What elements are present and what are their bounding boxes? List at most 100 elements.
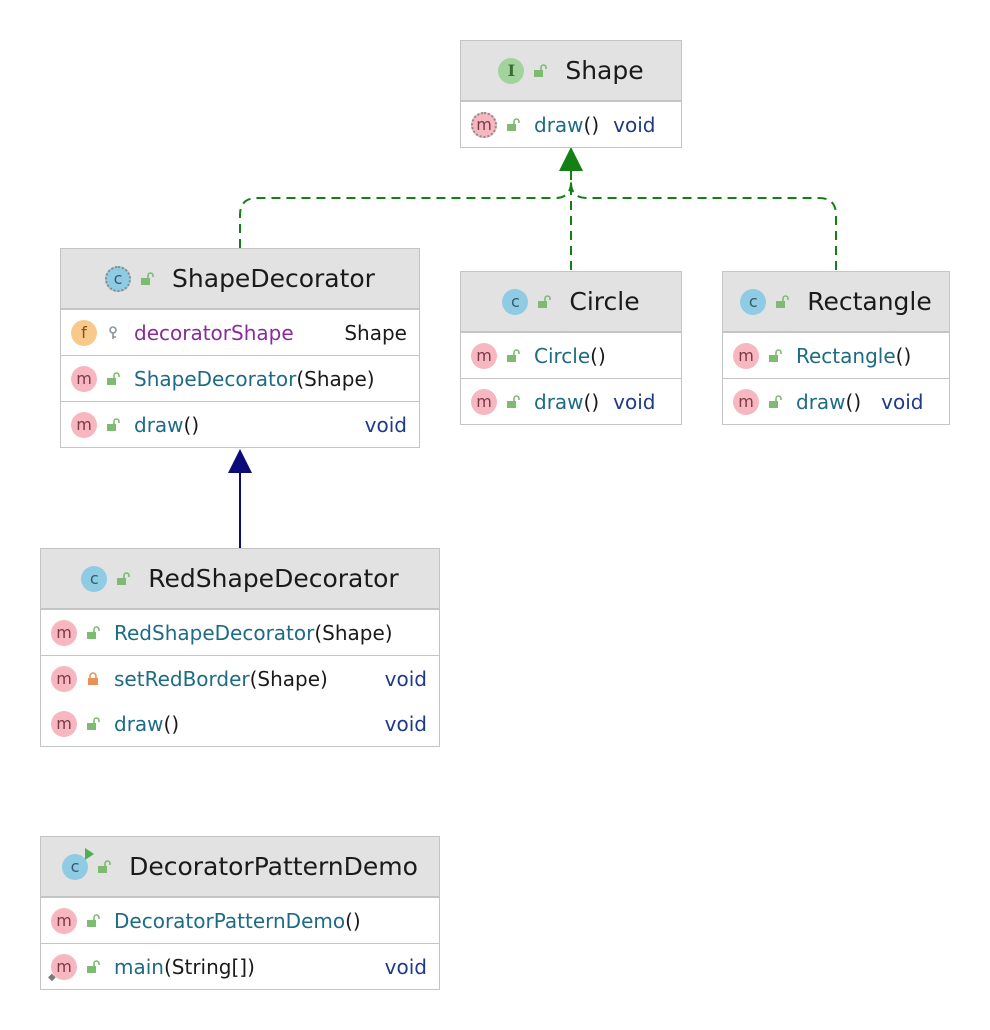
member-name: draw [114, 711, 164, 736]
member-params: (String[]) [163, 954, 255, 979]
member-params: () [590, 343, 606, 368]
protected-key-icon [109, 325, 117, 339]
method-icon: m [71, 365, 97, 392]
member-row[interactable]: m draw () void [461, 102, 681, 147]
node-header: c Rectangle [723, 272, 949, 332]
node-title: Rectangle [807, 287, 932, 316]
member-return-type: void [613, 389, 656, 414]
public-unlock-icon [538, 294, 552, 308]
member-return-type: void [613, 112, 656, 137]
static-method-icon: m ◆ [48, 953, 77, 983]
member-params: () [163, 711, 180, 736]
member-name: draw [534, 389, 584, 414]
implements-link-rectangle [570, 168, 837, 270]
member-return-type: void [384, 711, 427, 736]
member-row[interactable]: m Circle () [461, 333, 681, 378]
methods-section: m draw () void [461, 101, 681, 147]
member-row[interactable]: m draw () void [41, 701, 439, 746]
method-icon: m [51, 665, 77, 692]
public-unlock-icon [534, 63, 548, 77]
public-unlock-icon [98, 859, 111, 873]
member-params: (Shape) [296, 366, 375, 391]
member-name: ShapeDecorator [134, 366, 297, 391]
extends-arrowhead [228, 449, 252, 473]
member-params: () [183, 412, 200, 437]
node-title: ShapeDecorator [172, 264, 375, 293]
node-title: Shape [565, 56, 644, 85]
member-row[interactable]: m ShapeDecorator (Shape) [61, 356, 419, 401]
public-unlock-icon [769, 348, 782, 362]
methods-section: m draw () void [461, 378, 681, 424]
methods-section: m ◆ main (String[]) void [41, 943, 439, 989]
method-icon: m [733, 342, 759, 369]
public-unlock-icon [87, 913, 100, 927]
member-name: RedShapeDecorator [114, 620, 315, 645]
node-title: Circle [569, 287, 640, 316]
abstract-class-icon: c [105, 265, 132, 292]
member-row[interactable]: m Rectangle () [723, 333, 949, 378]
public-unlock-icon [107, 417, 120, 431]
member-row[interactable]: m draw () void [461, 379, 681, 424]
node-title: RedShapeDecorator [148, 564, 399, 593]
class-icon: c [502, 288, 529, 315]
class-icon: c [740, 288, 767, 315]
member-row[interactable]: m draw () void [723, 379, 949, 424]
uml-node-circle[interactable]: c Circle m Circle () m draw () void [460, 271, 682, 425]
class-icon: c [81, 565, 108, 592]
public-unlock-icon [769, 394, 782, 408]
interface-icon: I [498, 57, 525, 84]
public-unlock-icon [507, 348, 520, 362]
node-header: I Shape [461, 41, 681, 101]
uml-node-rectangle[interactable]: c Rectangle m Rectangle () m draw () voi… [722, 271, 950, 425]
constructors-section: m Rectangle () [723, 332, 949, 378]
member-params: () [345, 908, 361, 933]
runnable-class-icon: c [62, 847, 95, 880]
fields-section: f decoratorShape Shape [61, 309, 419, 355]
public-unlock-icon [87, 625, 100, 639]
member-row[interactable]: m setRedBorder (Shape) void [41, 656, 439, 701]
member-params: () [895, 343, 912, 368]
uml-node-red-shape-decorator[interactable]: c RedShapeDecorator m RedShapeDecorator … [40, 548, 440, 747]
member-params: () [845, 389, 862, 414]
constructors-section: m DecoratorPatternDemo () [41, 897, 439, 943]
public-unlock-icon [87, 959, 100, 973]
member-row[interactable]: m RedShapeDecorator (Shape) [41, 610, 439, 655]
constructors-section: m Circle () [461, 332, 681, 378]
node-header: c DecoratorPatternDemo [41, 837, 439, 897]
member-row[interactable]: m draw () void [61, 402, 419, 447]
method-icon: m [471, 388, 497, 415]
public-unlock-icon [117, 571, 131, 585]
method-icon: m [51, 710, 77, 737]
member-params: (Shape) [314, 620, 393, 645]
implements-link-shape-decorator [239, 168, 572, 248]
public-unlock-icon [141, 271, 154, 285]
member-row[interactable]: m ◆ main (String[]) void [41, 944, 439, 989]
methods-section: m draw () void [61, 401, 419, 447]
node-title: DecoratorPatternDemo [129, 852, 418, 881]
static-marker-icon: ◆ [48, 971, 56, 983]
method-icon: m [71, 411, 97, 438]
member-name: Circle [534, 343, 591, 368]
implements-links [239, 168, 837, 270]
member-return-type: void [881, 389, 924, 414]
run-icon [85, 847, 95, 860]
node-header: c ShapeDecorator [61, 249, 419, 309]
constructors-section: m RedShapeDecorator (Shape) [41, 609, 439, 655]
member-return-type: void [384, 666, 427, 691]
method-icon: m [471, 342, 497, 369]
member-row[interactable]: f decoratorShape Shape [61, 310, 419, 355]
member-name: draw [534, 112, 584, 137]
method-icon: m [733, 388, 759, 415]
public-unlock-icon [507, 117, 520, 131]
implements-arrowhead [559, 147, 583, 171]
uml-node-shape[interactable]: I Shape m draw () void [460, 40, 682, 148]
abstract-method-icon: m [471, 111, 497, 138]
uml-node-shape-decorator[interactable]: c ShapeDecorator f decoratorShape Shape … [60, 248, 420, 448]
member-name: Rectangle [796, 343, 896, 368]
method-kind-letter: m [56, 957, 72, 976]
uml-node-decorator-pattern-demo[interactable]: c DecoratorPatternDemo m DecoratorPatter… [40, 836, 440, 990]
member-params: () [583, 112, 600, 137]
member-row[interactable]: m DecoratorPatternDemo () [41, 898, 439, 943]
member-name: DecoratorPatternDemo [114, 908, 346, 933]
